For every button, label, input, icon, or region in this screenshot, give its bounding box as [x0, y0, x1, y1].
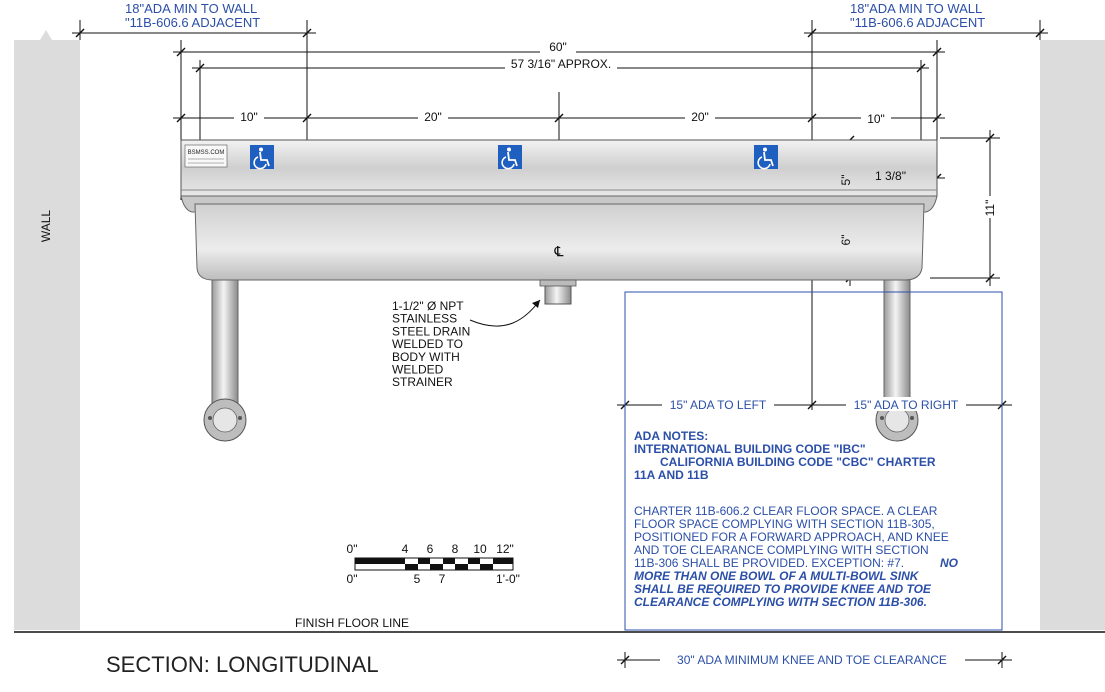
dim-approx: 57 3/16" APPROX. — [511, 57, 611, 71]
wheelchair-icon — [250, 145, 274, 170]
centerline-symbol: ℄ — [554, 243, 564, 259]
ada-italic-line: CLEARANCE COMPLYING WITH SECTION 11B-306… — [634, 595, 927, 609]
ada-line1: INTERNATIONAL BUILDING CODE "IBC" — [634, 442, 866, 456]
scale-top-label: 8 — [452, 542, 459, 556]
dim-total-height: 11" — [983, 200, 997, 217]
drain-note-line: BODY WITH — [392, 350, 460, 364]
top-left-note-line2: "11B-606.6 ADJACENT — [125, 15, 260, 30]
brand-plate: BSMSS.COM — [184, 144, 228, 168]
dim-lip: 1 3/8" — [875, 169, 906, 183]
dim-seg-left: 10" — [240, 110, 258, 124]
ada-line3: 11A AND 11B — [634, 468, 709, 482]
scale-top-label: 0" — [347, 542, 358, 556]
section-title: SECTION: LONGITUDINAL — [106, 652, 379, 677]
right-leg — [875, 279, 919, 442]
scale-top-labels: 0" 4 6 8 10 12" — [347, 542, 514, 556]
brand-plate-text: BSMSS.COM — [188, 150, 225, 156]
scale-bottom-label: 0" — [347, 572, 358, 586]
scale-bottom-label: 1'-0" — [496, 572, 520, 586]
ada-icons — [250, 145, 778, 170]
ada-para-line: FLOOR SPACE COMPLYING WITH SECTION 11B-3… — [634, 517, 935, 531]
scale-bottom-labels: 0" 5 7 1'-0" — [347, 572, 520, 586]
drain-note-line: WELDED TO — [392, 337, 463, 351]
scale-bottom-label: 5 — [414, 572, 421, 586]
ada-italic-line: NO — [940, 556, 959, 570]
right-wall — [1040, 40, 1105, 630]
scale-top-label: 12" — [496, 542, 514, 556]
top-right-note-line1: 18"ADA MIN TO WALL — [850, 1, 982, 16]
drain-note-line: STAINLESS — [392, 312, 457, 326]
left-leg — [203, 279, 247, 442]
scale-bar — [354, 557, 514, 571]
ada-right: 15" ADA TO RIGHT — [854, 398, 959, 412]
scale-bottom-label: 7 — [439, 572, 446, 586]
dim-deck-height: 5" — [839, 175, 853, 186]
ada-italic-line: MORE THAN ONE BOWL OF A MULTI-BOWL SINK — [634, 569, 920, 583]
ada-line2: CALIFORNIA BUILDING CODE "CBC" CHARTER — [660, 455, 936, 469]
top-left-note-line1: 18"ADA MIN TO WALL — [125, 1, 257, 16]
scale-top-label: 6 — [427, 542, 434, 556]
ada-para-line: 11B-306 SHALL BE PROVIDED. EXCEPTION: #7… — [634, 556, 904, 570]
dim-seg-right: 10" — [867, 112, 885, 126]
drain-note-line: STEEL DRAIN — [392, 324, 470, 338]
dim-seg-mid-right: 20" — [691, 110, 709, 124]
sink-body — [180, 139, 938, 281]
top-right-note-line2: "11B-606.6 ADJACENT — [850, 15, 985, 30]
dim-overall: 60" — [549, 40, 567, 54]
drain — [539, 279, 577, 305]
ada-left: 15" ADA TO LEFT — [670, 398, 767, 412]
drain-leader — [469, 299, 541, 327]
ada-italic-note: NO MORE THAN ONE BOWL OF A MULTI-BOWL SIN… — [634, 556, 959, 609]
ada-heading: ADA NOTES: — [634, 429, 708, 443]
wheelchair-icon — [754, 145, 778, 170]
floor-label: FINISH FLOOR LINE — [295, 616, 409, 630]
wall-label: WALL — [39, 210, 53, 243]
left-wall — [14, 30, 80, 630]
wheelchair-icon — [498, 145, 522, 170]
ada-para-line: POSITIONED FOR A FORWARD APPROACH, AND K… — [634, 530, 949, 544]
drain-note-line: 1-1/2" Ø NPT — [392, 299, 464, 313]
ada-para-line: AND TOE CLEARANCE COMPLYING WITH SECTION — [634, 543, 929, 557]
dim-seg-mid-left: 20" — [424, 110, 442, 124]
knee-clearance: 30" ADA MINIMUM KNEE AND TOE CLEARANCE — [677, 653, 947, 667]
ada-notes-box — [624, 291, 1003, 631]
ada-paragraph: CHARTER 11B-606.2 CLEAR FLOOR SPACE. A C… — [634, 504, 949, 570]
drain-note-line: WELDED — [392, 363, 444, 377]
scale-top-label: 4 — [402, 542, 409, 556]
ada-para-line: CHARTER 11B-606.2 CLEAR FLOOR SPACE. A C… — [634, 504, 938, 518]
drain-note-line: STRAINER — [392, 375, 453, 389]
dim-bowl-depth: 6" — [839, 235, 853, 246]
ada-italic-line: SHALL BE REQUIRED TO PROVIDE KNEE AND TO… — [634, 582, 932, 596]
scale-top-label: 10 — [473, 542, 487, 556]
